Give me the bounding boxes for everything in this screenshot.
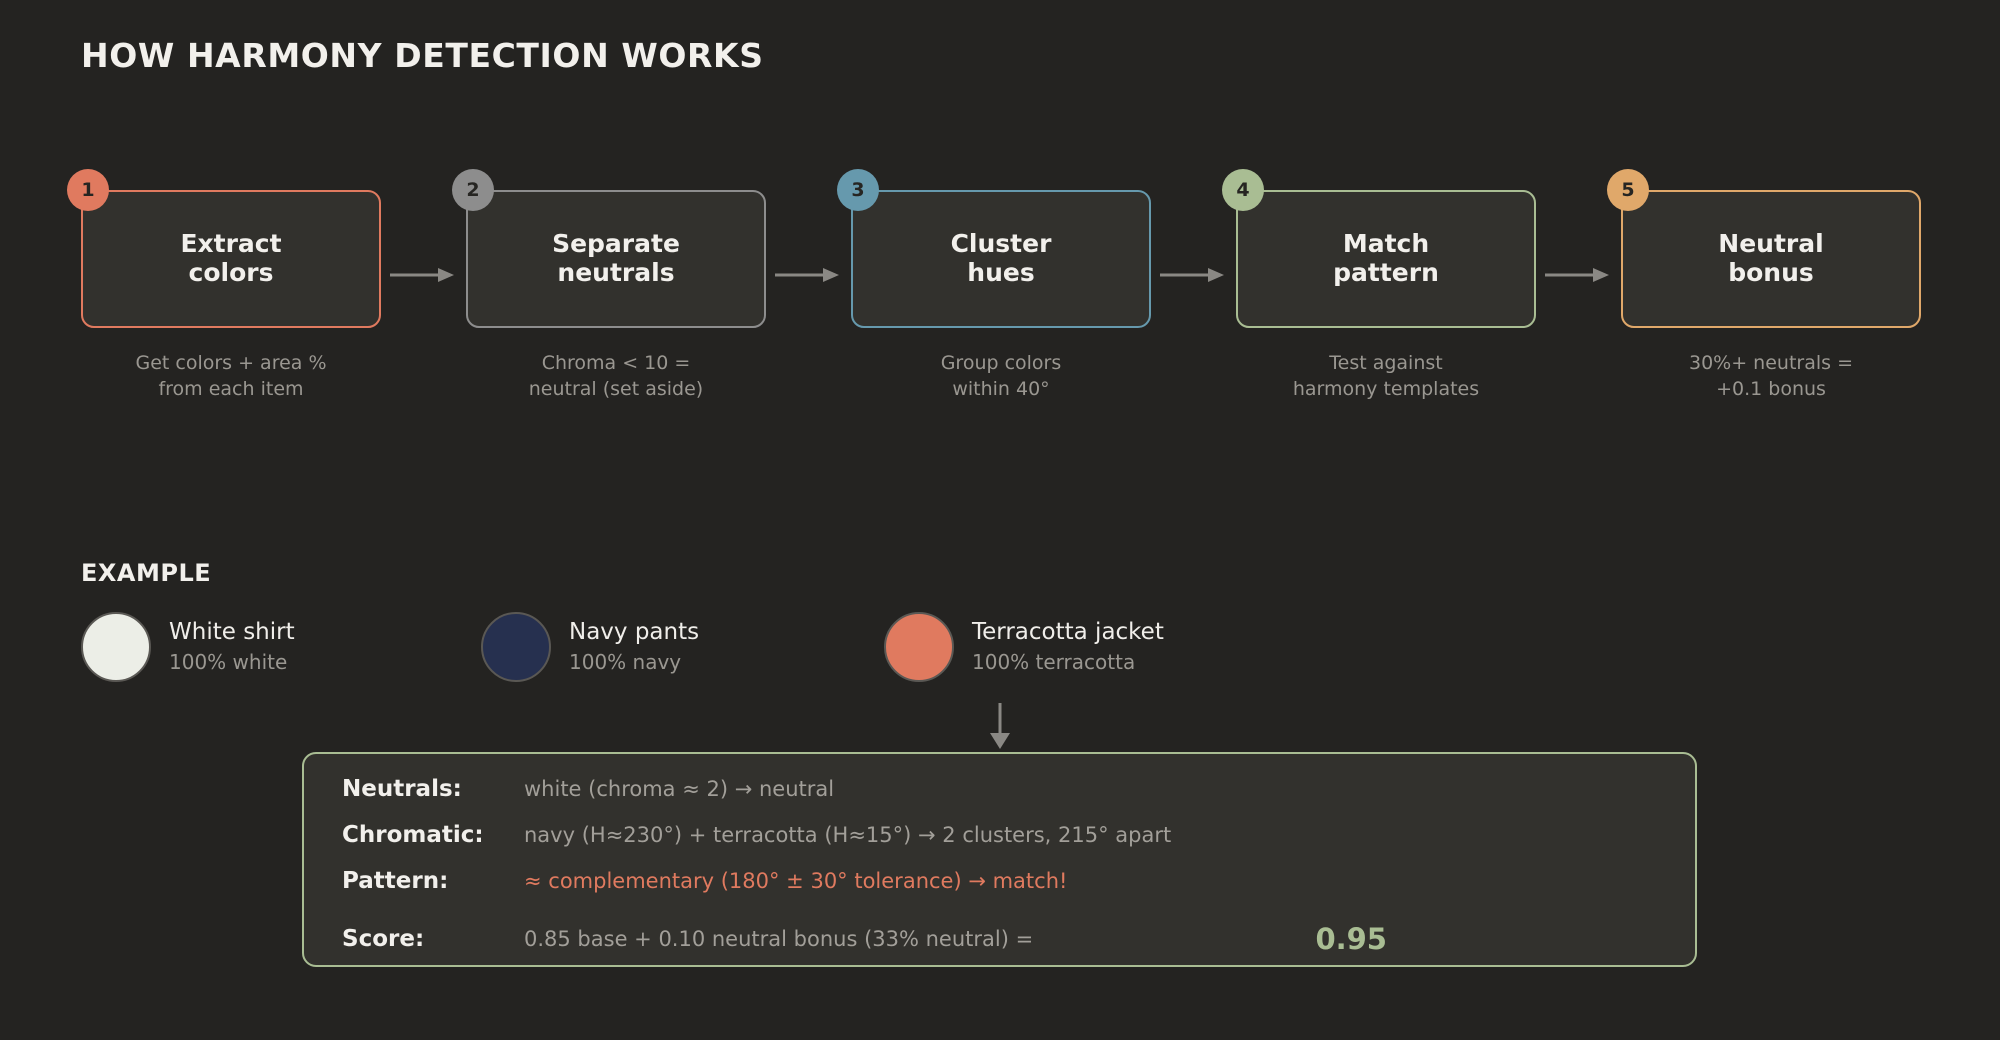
step-label: Extract colors [180, 229, 282, 287]
color-swatch [81, 612, 151, 682]
result-row-key: Neutrals: [342, 776, 462, 802]
example-item-text: White shirt 100% white [169, 618, 295, 677]
page-title: HOW HARMONY DETECTION WORKS [81, 36, 764, 75]
example-item: Terracotta jacket 100% terracotta [884, 612, 1164, 682]
step-caption: Group colors within 40° [940, 352, 1062, 400]
result-row-key: Pattern: [342, 868, 449, 894]
result-row-value: ≈ complementary (180° ± 30° tolerance) →… [524, 869, 1068, 893]
example-item-text: Terracotta jacket 100% terracotta [972, 618, 1164, 677]
step-number-badge: 1 [67, 169, 109, 211]
result-row-value: white (chroma ≈ 2) → neutral [524, 777, 835, 801]
example-item: Navy pants 100% navy [481, 612, 699, 682]
result-row-key: Chromatic: [342, 822, 484, 848]
example-item-name: Terracotta jacket [972, 618, 1164, 645]
result-row-key: Score: [342, 926, 425, 952]
example-item-detail: 100% navy [569, 650, 682, 675]
example-item-detail: 100% white [169, 650, 288, 675]
result-row-value: navy (H≈230°) + terracotta (H≈15°) → 2 c… [524, 823, 1172, 847]
step-caption: 30%+ neutrals = +0.1 bonus [1688, 352, 1853, 400]
step-label: Neutral bonus [1718, 229, 1824, 287]
step-number-badge: 2 [452, 169, 494, 211]
example-item: White shirt 100% white [81, 612, 295, 682]
example-item-name: White shirt [169, 618, 295, 645]
color-swatch [481, 612, 551, 682]
example-item-text: Navy pants 100% navy [569, 618, 699, 677]
step-caption: Chroma < 10 = neutral (set aside) [528, 352, 704, 400]
color-swatch [884, 612, 954, 682]
pipeline-arrow-icon [1545, 268, 1611, 282]
step-label: Cluster hues [950, 229, 1052, 287]
example-swatch-row: White shirt 100% white Navy pants 100% navy… [0, 612, 2000, 692]
example-section-title: EXAMPLE [81, 559, 212, 587]
result-row: Neutrals: white (chroma ≈ 2) → neutral [342, 776, 1657, 822]
step-number-badge: 3 [837, 169, 879, 211]
step-label: Match pattern [1333, 229, 1439, 287]
example-item-name: Navy pants [569, 618, 700, 645]
example-item-detail: 100% terracotta [972, 650, 1136, 675]
pipeline-arrow-icon [1160, 268, 1226, 282]
result-row-value: 0.85 base + 0.10 neutral bonus (33% neut… [524, 927, 1034, 951]
step-number-badge: 5 [1607, 169, 1649, 211]
pipeline-arrow-icon [775, 268, 841, 282]
pipeline-arrow-icon [390, 268, 456, 282]
step-label: Separate neutrals [552, 229, 680, 287]
down-arrow-icon [985, 703, 1015, 755]
result-row: Chromatic: navy (H≈230°) + terracotta (H≈… [342, 822, 1657, 868]
step-caption: Test against harmony templates [1292, 352, 1480, 400]
result-row: Score: 0.85 base + 0.10 neutral bonus (33… [342, 914, 1657, 964]
step-number-badge: 4 [1222, 169, 1264, 211]
result-row: Pattern: ≈ complementary (180° ± 30° tole… [342, 868, 1657, 914]
final-score-value: 0.95 [1315, 922, 1387, 956]
step-caption: Get colors + area % from each item [135, 352, 327, 400]
